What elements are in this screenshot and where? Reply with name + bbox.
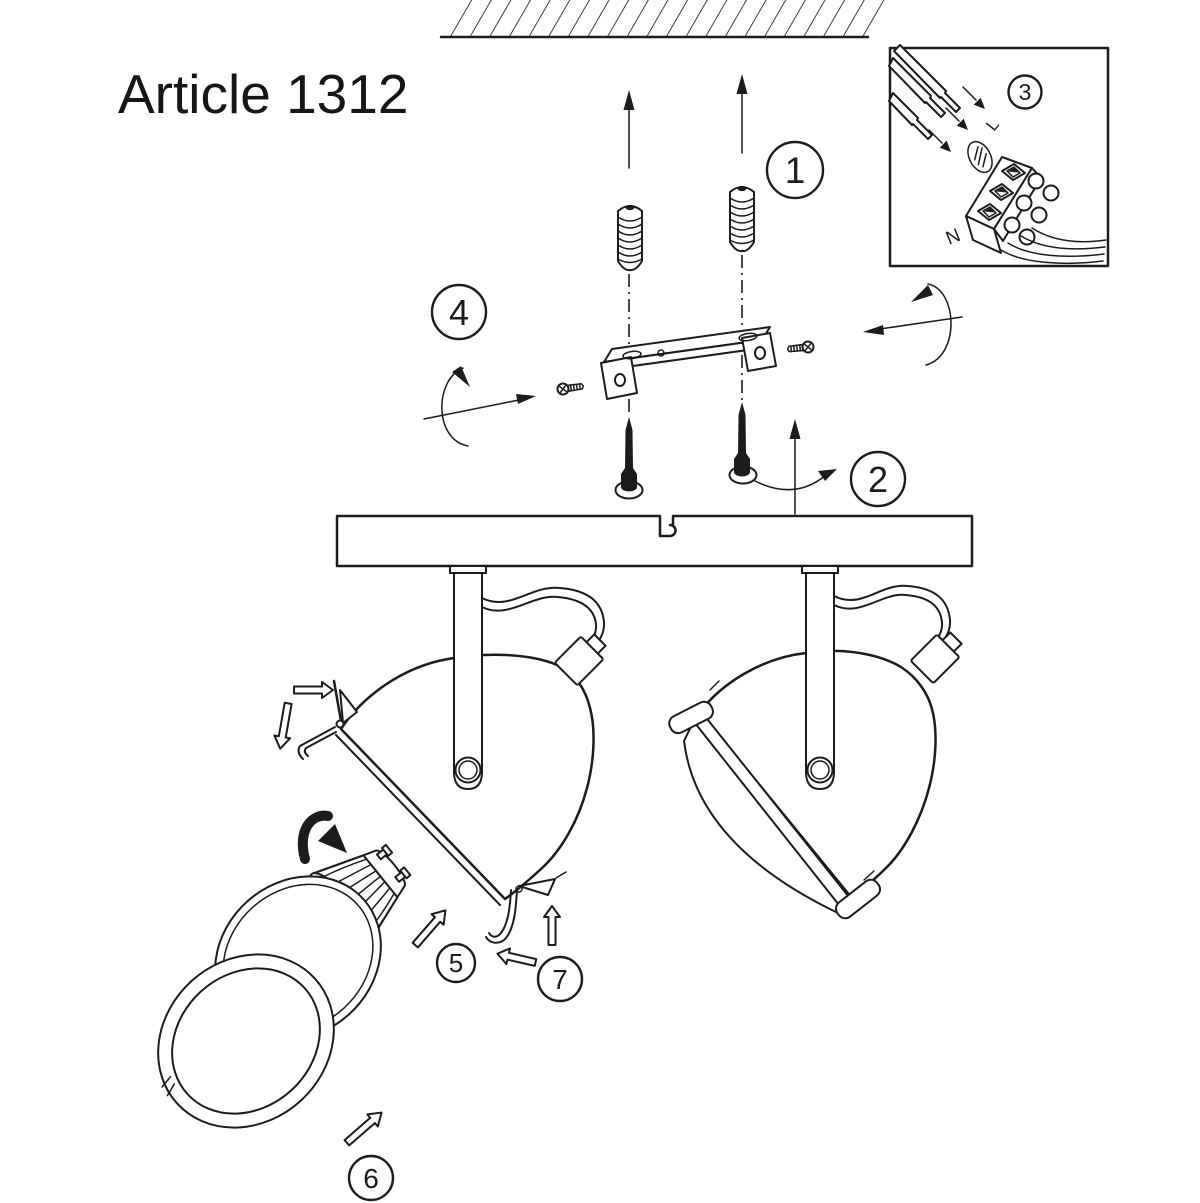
- svg-text:6: 6: [363, 1163, 379, 1194]
- clip-bottom-left: [485, 871, 567, 944]
- ceiling-hatch: [439, 0, 888, 39]
- svg-text:5: 5: [449, 948, 463, 978]
- svg-text:7: 7: [552, 964, 568, 995]
- mounting-screw-left: [621, 417, 637, 487]
- bracket-slot-right: [738, 332, 758, 342]
- step-3-badge: 3: [1007, 74, 1043, 110]
- bracket-center-hole: [657, 349, 665, 357]
- fixing-screw-group: 4: [423, 283, 963, 447]
- clip-top-right-closed: [668, 680, 720, 735]
- svg-text:2: 2: [868, 459, 888, 500]
- stem-collar-right: [801, 565, 839, 574]
- wall-plug-group: 1: [617, 74, 825, 416]
- step-6-badge: 6: [347, 1154, 395, 1202]
- bracket-hole-left: [614, 373, 626, 387]
- stem-right: [805, 572, 835, 790]
- clip-bottom-right-closed: [834, 870, 882, 920]
- rotation-arc-right: [925, 283, 952, 366]
- step-7-badge: 7: [536, 955, 584, 1003]
- shade-rim-left: [335, 734, 501, 906]
- svg-text:3: 3: [1019, 79, 1032, 105]
- spot-head-right: [668, 565, 969, 920]
- spot-head-left: [271, 565, 613, 944]
- mounting-screw-group: 2: [614, 402, 907, 515]
- ceiling-plate: [335, 514, 974, 568]
- bracket-hole-right: [754, 346, 766, 360]
- earth-symbol-icon: [967, 140, 993, 174]
- mains-wires: [888, 44, 961, 140]
- clip-top-left-open: [297, 679, 358, 760]
- page-title: Article 1312: [118, 63, 408, 125]
- svg-text:1: 1: [785, 150, 806, 191]
- stem-collar-left: [449, 565, 487, 574]
- outgoing-wires: [1000, 227, 1107, 265]
- step-1-badge: 1: [765, 140, 825, 200]
- front-ring-edge: [683, 709, 848, 915]
- bracket-slot-left: [622, 350, 642, 360]
- plate-body: [335, 514, 974, 568]
- rotation-arc-screw: [754, 474, 827, 491]
- step-5-badge: 5: [435, 942, 477, 984]
- twist-arrow: [297, 810, 347, 864]
- screw-arrow-right: [879, 316, 963, 330]
- step-2-badge: 2: [849, 450, 907, 508]
- retaining-ring: [157, 953, 335, 1129]
- wire-insert-arrows: [928, 86, 985, 152]
- gu10-pins: [376, 843, 412, 883]
- screw-arrow-left: [423, 399, 520, 420]
- mounting-bracket: [600, 326, 777, 400]
- step-4-badge: 4: [430, 283, 488, 341]
- mounting-screw-right: [734, 402, 750, 472]
- wiring-inset-box: L N 3: [888, 44, 1110, 268]
- terminal-block: [965, 156, 1107, 265]
- stem-left: [453, 572, 483, 790]
- svg-text:4: 4: [449, 292, 469, 333]
